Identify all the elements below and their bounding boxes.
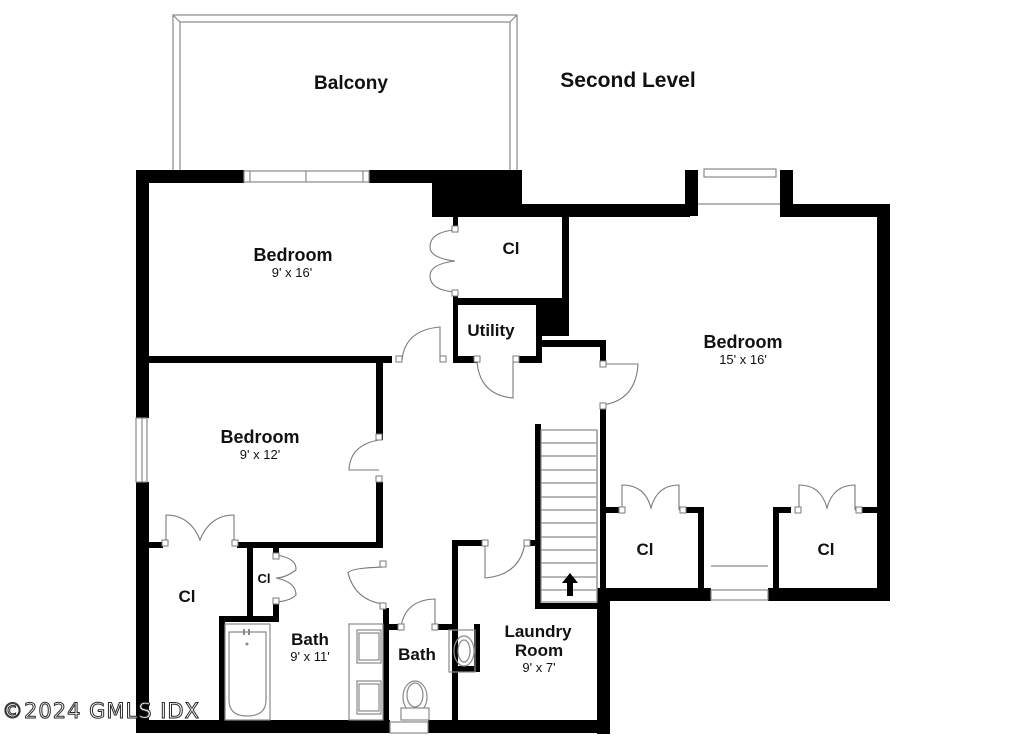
bedroom-w-label: Bedroom (220, 427, 299, 447)
laundry-label-line2: Room (515, 641, 563, 660)
utility-label: Utility (467, 321, 515, 340)
balcony-label: Balcony (314, 73, 388, 94)
bedroom-main-dims: 15' x 16' (719, 352, 767, 367)
bath-half-label: Bath (398, 645, 436, 664)
exterior-walls (136, 170, 890, 734)
closet-e1-label: Cl (637, 540, 654, 559)
closet-sw-label: Cl (179, 587, 196, 606)
closet-e2-label: Cl (818, 540, 835, 559)
bedroom-w-dims: 9' x 12' (240, 447, 280, 462)
bath-main-label: Bath (291, 630, 329, 649)
interior-walls (149, 216, 878, 726)
bath-main-dims: 9' x 11' (290, 649, 329, 664)
double-vanity-icon (348, 623, 384, 721)
laundry-dims: 9' x 7' (522, 660, 555, 675)
bedroom-main-label: Bedroom (703, 332, 782, 352)
toilet-icon (400, 680, 430, 721)
closet-nw-label: Cl (503, 239, 520, 258)
pedestal-sink-icon (448, 629, 476, 673)
copyright-watermark: ©2024 GMLS IDX (2, 699, 200, 723)
doors (161, 225, 863, 631)
plan-title: Second Level (560, 69, 695, 92)
closet-bath-label: Cl (258, 571, 271, 586)
bathtub-icon (224, 623, 271, 721)
bedroom-nw-label: Bedroom (253, 245, 332, 265)
bedroom-nw-dims: 9' x 16' (272, 265, 312, 280)
laundry-label-line1: Laundry (504, 622, 572, 641)
windows (135, 168, 780, 734)
stairs-up-arrow-icon (562, 573, 578, 596)
